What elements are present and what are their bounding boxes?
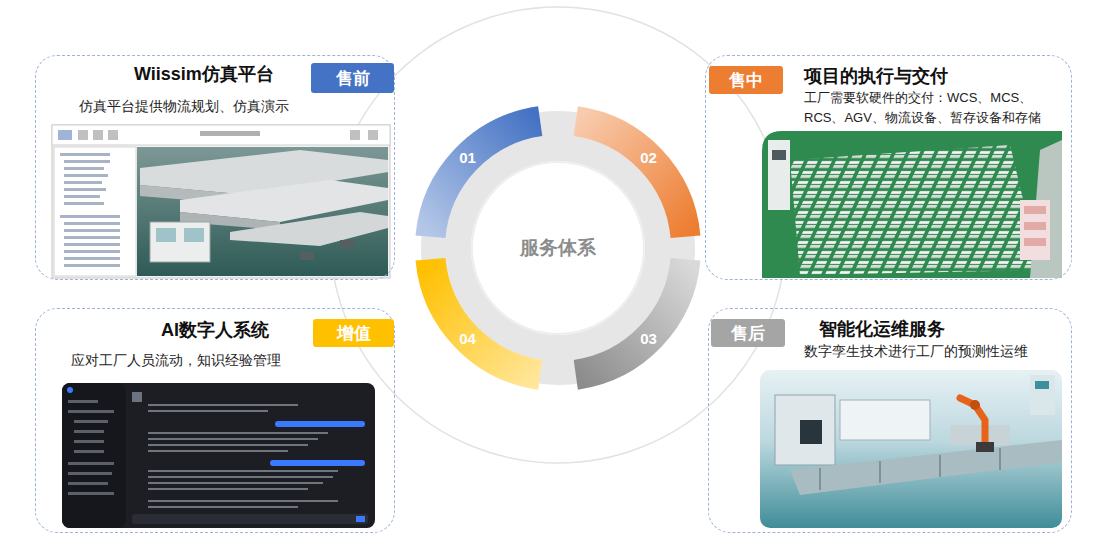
warehouse-render xyxy=(762,131,1062,278)
callout-number: 02 xyxy=(640,149,657,166)
service-panel: 项目的执行与交付工厂需要软硬件的交付：WCS、MCS、 RCS、AGV、物流设备… xyxy=(705,55,1072,280)
ring-number: 02 xyxy=(640,149,657,166)
outer-circle xyxy=(330,7,786,463)
chat-screenshot xyxy=(62,383,375,528)
stage-tag: 售中 xyxy=(709,66,783,94)
panel-title: AI数字人系统 xyxy=(161,319,269,341)
callout-number: 04 xyxy=(459,330,476,347)
stage-label: 售中 xyxy=(729,69,763,92)
factory-render xyxy=(760,370,1062,528)
service-panel: AI数字人系统应对工厂人员流动，知识经验管理 增值 xyxy=(35,308,395,533)
ring-number: 03 xyxy=(640,330,657,347)
panel-title: Wiissim仿真平台 xyxy=(134,63,274,85)
simulation-screenshot xyxy=(52,125,390,278)
stage-tag: 售后 xyxy=(711,319,785,347)
ring-number: 04 xyxy=(459,330,476,347)
stage-tag: 增值 xyxy=(313,319,394,347)
circle-outline xyxy=(472,162,644,334)
service-panel: 智能化运维服务数字孪生技术进行工厂的预测性运维 售后 xyxy=(708,308,1072,533)
stage-label: 售前 xyxy=(336,67,370,90)
panel-title: 智能化运维服务 xyxy=(819,318,945,340)
callout-number: 01 xyxy=(459,149,476,166)
stage-label: 售后 xyxy=(731,322,765,345)
center-circle: 服务体系 xyxy=(471,161,645,335)
ring-number: 01 xyxy=(459,149,476,166)
panel-title: 项目的执行与交付 xyxy=(804,65,948,87)
center-label: 服务体系 xyxy=(520,235,596,261)
panel-description: 工厂需要软硬件的交付：WCS、MCS、 RCS、AGV、物流设备、暂存设备和存储 xyxy=(804,88,1054,128)
ring xyxy=(446,136,670,360)
callout-number: 03 xyxy=(640,330,657,347)
panel-description: 仿真平台提供物流规划、仿真演示 xyxy=(79,97,289,115)
panel-description: 应对工厂人员流动，知识经验管理 xyxy=(71,351,281,369)
service-panel: Wiissim仿真平台仿真平台提供物流规划、仿真演示 售前 xyxy=(35,55,395,280)
panel-description: 数字孪生技术进行工厂的预测性运维 xyxy=(804,342,1028,360)
stage-label: 增值 xyxy=(337,322,371,345)
stage-tag: 售前 xyxy=(311,63,394,93)
